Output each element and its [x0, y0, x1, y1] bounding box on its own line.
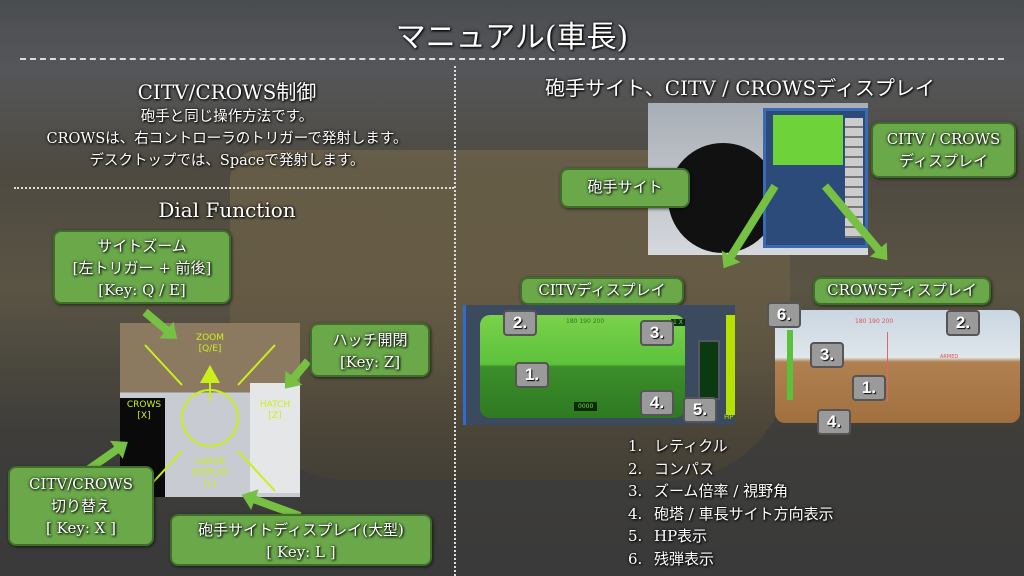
badge-1: 1. [515, 362, 549, 388]
crows-display-label: CROWSディスプレイ [813, 277, 991, 305]
list-item: 4.砲塔 / 車長サイト方向表示 [628, 504, 834, 523]
displays-heading: 砲手サイト、CITV / CROWSディスプレイ [545, 76, 935, 100]
citv-crows-heading: CITV/CROWS制御 [137, 80, 317, 104]
citv-hp-label: HP [724, 413, 734, 421]
title-divider [20, 58, 1004, 60]
callout-large-display: 砲手サイトディスプレイ(大型)[ Key: L ] [170, 514, 432, 566]
list-item: 5.HP表示 [628, 527, 708, 545]
dial-function-heading: Dial Function [158, 198, 296, 222]
dial-hatch-label: HATCH[Z] [259, 400, 291, 421]
badge-3: 3. [640, 320, 674, 346]
badge-6: 6. [767, 302, 801, 328]
badge-2: 2. [503, 310, 537, 336]
badge-5: 5. [683, 397, 717, 423]
page-title: マニュアル(車長) [395, 20, 629, 55]
citv-zoom-readout: 1 X [671, 319, 685, 326]
badge-4: 4. [640, 390, 674, 416]
citv-counter: 0000 [574, 402, 598, 411]
callout-gunner-sight: 砲手サイト [560, 168, 690, 208]
citv-compass: 180 190 200 [566, 318, 605, 325]
list-item: 2.コンパス [628, 459, 715, 478]
callout-hatch: ハッチ開閉[Key: Z] [310, 323, 430, 377]
list-item: 3.ズーム倍率 / 視野角 [628, 482, 789, 500]
badge-2: 2. [946, 310, 980, 336]
list-item: 1.レティクル [628, 437, 728, 455]
citv-display-label: CITVディスプレイ [520, 277, 684, 305]
section-divider [14, 187, 454, 189]
legend-list: 1.レティクル 2.コンパス 3.ズーム倍率 / 視野角 4.砲塔 / 車長サイ… [628, 435, 834, 570]
list-item: 6.残弾表示 [628, 549, 715, 568]
dial-zoom-label: ZOOM[Q/E] [195, 333, 225, 354]
description-line: デスクトップでは、Spaceで発射します。 [89, 153, 365, 169]
badge-4: 4. [817, 409, 851, 435]
description-line: 砲手と同じ操作方法です。 [140, 109, 314, 125]
badge-1: 1. [852, 375, 886, 401]
callout-sight-zoom: サイトズーム[左トリガー + 前後][Key: Q / E] [53, 230, 231, 304]
crows-compass: 180 190 200 [855, 318, 894, 325]
crows-armed-status: ARMED [940, 354, 959, 360]
badge-3: 3. [810, 342, 844, 368]
column-divider [454, 66, 456, 576]
control-description: 砲手と同じ操作方法です。 CROWSは、右コントローラのトリガーで発射します。 … [0, 106, 454, 172]
dial-crows-label: CROWS[X] [126, 400, 162, 421]
description-line: CROWSは、右コントローラのトリガーで発射します。 [46, 131, 408, 147]
